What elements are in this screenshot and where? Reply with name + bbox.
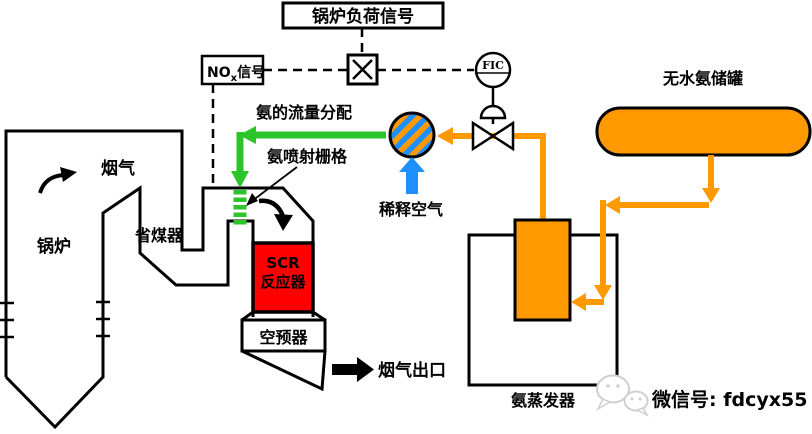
flue-gas-outlet-arrow: 烟气出口 bbox=[332, 357, 446, 382]
boiler-inner-wall bbox=[4, 185, 255, 430]
signal-dashed-lines bbox=[211, 28, 474, 186]
ammonia-injection-grid-label: 氨喷射栅格 bbox=[267, 147, 348, 166]
ammonia-flow-distribution-label: 氨的流量分配 bbox=[256, 103, 352, 122]
pointer-arrowhead-icon bbox=[246, 193, 258, 206]
flue-gas-label: 烟气 bbox=[101, 158, 135, 179]
scr-label-line1: SCR bbox=[266, 254, 300, 272]
boiler-load-signal-box: 锅炉负荷信号 bbox=[281, 1, 445, 30]
wechat-watermark: 微信号: fdcyx55 bbox=[596, 374, 807, 417]
ammonia-tank: 无水氨储罐 bbox=[595, 69, 812, 157]
scr-reactor: SCR 反应器 bbox=[251, 241, 315, 314]
ammonia-tank-vessel bbox=[595, 106, 812, 157]
boiler-load-signal-label: 锅炉负荷信号 bbox=[312, 6, 414, 27]
air-preheater: 空预器 bbox=[240, 310, 327, 392]
arrowhead-coil-down-icon bbox=[594, 285, 612, 300]
nox-signal-label: NOx信号 bbox=[207, 64, 265, 84]
ammonia-evaporator: 氨蒸发器 bbox=[467, 133, 619, 410]
injection-grid-pointer-arrow bbox=[246, 166, 298, 206]
dilution-air-label: 稀释空气 bbox=[379, 200, 443, 219]
valve-body-right-icon bbox=[490, 120, 515, 152]
boiler-label: 锅炉 bbox=[37, 236, 71, 257]
evaporator-coil bbox=[513, 218, 572, 322]
flue-gas-curve-arrow-icon bbox=[38, 173, 65, 194]
valve-body-left-icon bbox=[471, 120, 496, 152]
dilution-air-arrow-icon bbox=[399, 157, 425, 194]
boiler-wall-ticks bbox=[0, 300, 110, 339]
fic-label: FIC bbox=[482, 59, 504, 72]
ammonia-air-mixer bbox=[388, 111, 436, 159]
ammonia-distribution-arrowheads bbox=[231, 126, 256, 225]
nox-signal-frame bbox=[200, 54, 265, 86]
boiler-outer-wall bbox=[4, 129, 315, 377]
pointer-line bbox=[251, 166, 298, 202]
boiler-load-signal-frame bbox=[281, 1, 445, 30]
outlet-arrowhead-icon bbox=[357, 357, 374, 382]
ammonia-evaporator-label: 氨蒸发器 bbox=[511, 391, 576, 410]
flue-gas-direction-arrows bbox=[38, 167, 293, 231]
scr-reactor-box bbox=[251, 241, 315, 314]
nox-signal-box: NOx信号 bbox=[200, 54, 265, 86]
duct-curve-arrow-icon bbox=[258, 198, 286, 217]
valve-actuator-icon bbox=[479, 104, 507, 120]
fic-controller: FIC bbox=[474, 51, 512, 89]
outlet-arrow-shaft-icon bbox=[332, 364, 357, 375]
flue-gas-curve-arrowhead-icon bbox=[60, 167, 77, 182]
air-preheater-box bbox=[240, 318, 327, 353]
ammonia-injection-grid-dashes bbox=[233, 190, 247, 225]
dilution-air: 稀释空气 bbox=[379, 157, 443, 219]
outlet-hopper bbox=[241, 349, 327, 392]
arrowhead-into-coil-icon bbox=[571, 293, 586, 311]
economizer-label: 省煤器 bbox=[134, 226, 184, 245]
flue-gas-outlet-label: 烟气出口 bbox=[378, 360, 446, 381]
green-arrowhead-left-icon bbox=[239, 126, 256, 144]
wechat-icon bbox=[596, 374, 649, 417]
ammonia-distribution-line bbox=[236, 131, 386, 172]
air-preheater-label: 空预器 bbox=[259, 328, 308, 347]
arrowhead-into-mixer-icon bbox=[437, 127, 453, 145]
duct-curve-arrowhead-icon bbox=[274, 214, 293, 231]
multiplier-x-icon bbox=[352, 59, 373, 80]
green-arrowhead-down-icon bbox=[231, 171, 249, 188]
ammonia-tank-label: 无水氨储罐 bbox=[662, 69, 743, 88]
arrowhead-tank-down-icon bbox=[702, 188, 720, 203]
control-valve bbox=[471, 87, 515, 152]
ammonia-pipe-arrowheads bbox=[437, 127, 720, 311]
multiplier-block bbox=[346, 53, 379, 86]
watermark-text: 微信号: fdcyx55 bbox=[651, 388, 807, 411]
scr-label-line2: 反应器 bbox=[260, 273, 306, 291]
arrowhead-tank-left-icon bbox=[605, 196, 620, 214]
